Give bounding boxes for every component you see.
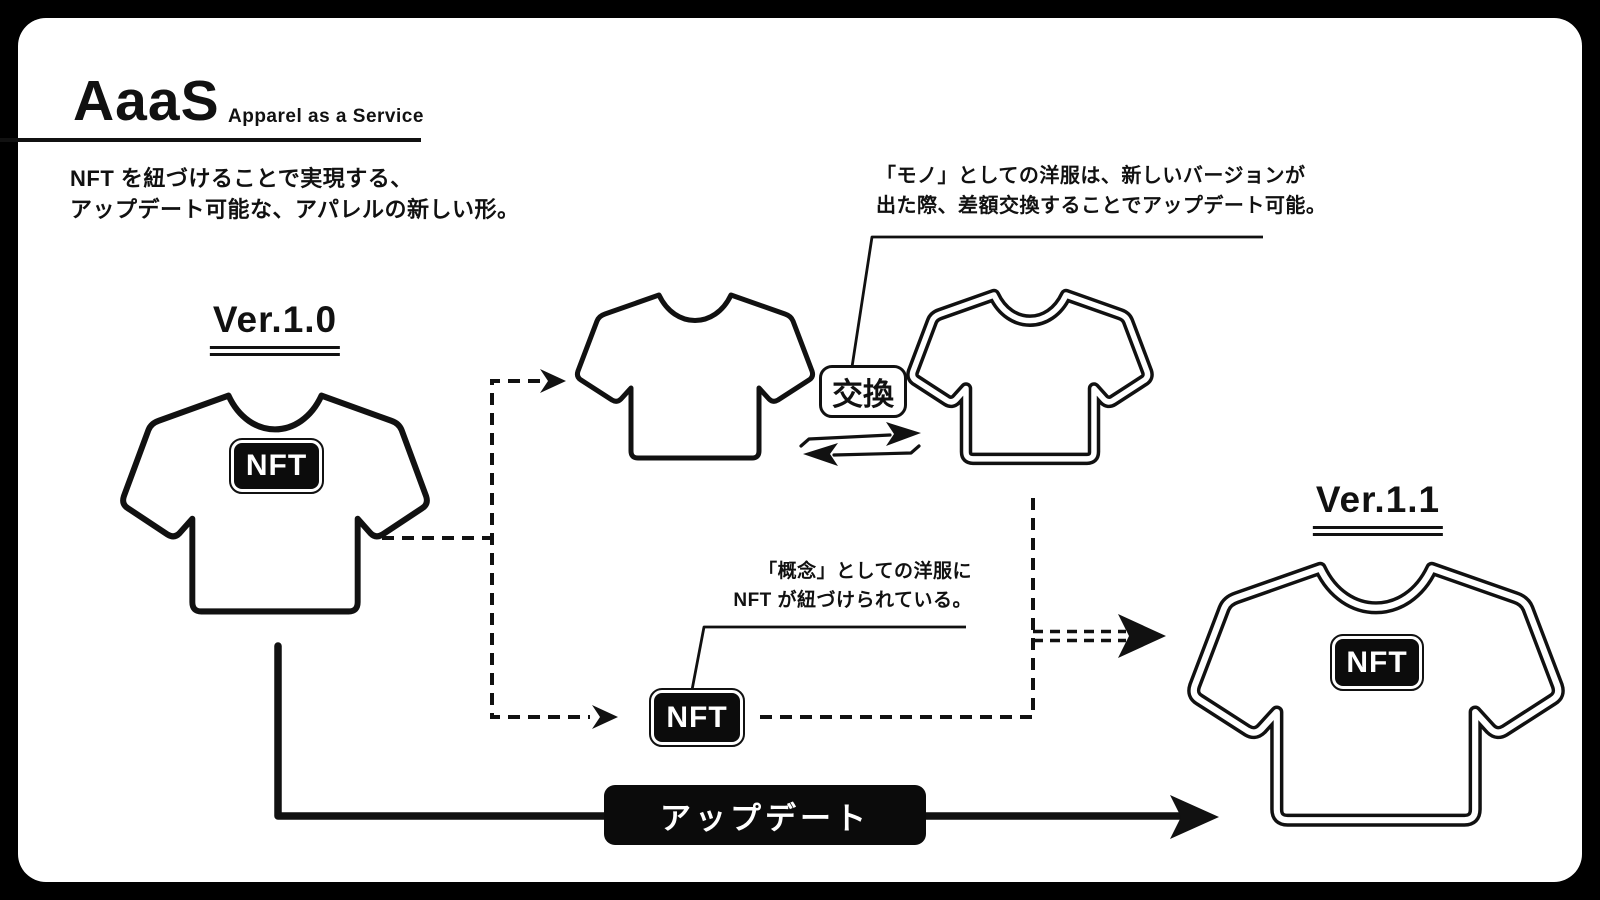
exchange-arrows-icon [799,422,921,466]
update-label: アップデート [660,800,870,836]
page-title: AaaS [73,69,220,133]
mono-note: 「モノ」としての洋服は、新しいバージョンが 出た際、差額交換することでアップデー… [876,161,1326,221]
tagline-line2: アップデート可能な、アパレルの新しい形。 [70,197,520,222]
nft-badge-concept-label: NFT [654,693,740,742]
version-1-0-label: Ver.1.0 [209,299,341,356]
nft-badge-ver10-label: NFT [234,443,319,489]
nft-badge-ver11: NFT [1330,634,1424,691]
version-1-1-label: Ver.1.1 [1312,479,1444,536]
header-rule [0,138,421,142]
update-label-box: アップデート [604,785,926,845]
mono-note-leader-line [850,235,1263,368]
exchange-label: 交換 [832,377,894,412]
nft-badge-ver10: NFT [229,438,324,494]
concept-note-leader-line [690,625,966,691]
exchange-label-box: 交換 [819,365,907,418]
nft-badge-ver11-label: NFT [1335,639,1419,686]
dashed-connector-right [760,490,1166,719]
tagline: NFT を紐づけることで実現する、 アップデート可能な、アパレルの新しい形。 [70,163,520,225]
concept-note-line1: 「概念」としての洋服に [758,561,972,582]
mono-note-line1: 「モノ」としての洋服は、新しいバージョンが [876,165,1306,187]
tagline-line1: NFT を紐づけることで実現する、 [70,166,413,191]
tshirt-ver11-icon [1194,568,1558,820]
page-subtitle: Apparel as a Service [228,106,424,127]
mono-note-line2: 出た際、差額交換することでアップデート可能。 [876,195,1327,217]
concept-note-line2: NFT が紐づけられている。 [733,590,972,611]
concept-note: 「概念」としての洋服に NFT が紐づけられている。 [670,557,972,615]
nft-badge-concept: NFT [649,688,745,747]
tshirt-ver10-icon [123,396,427,612]
tshirt-double-icon [912,295,1147,459]
dashed-connector-left [382,369,618,729]
tshirt-plain-icon [577,295,812,458]
